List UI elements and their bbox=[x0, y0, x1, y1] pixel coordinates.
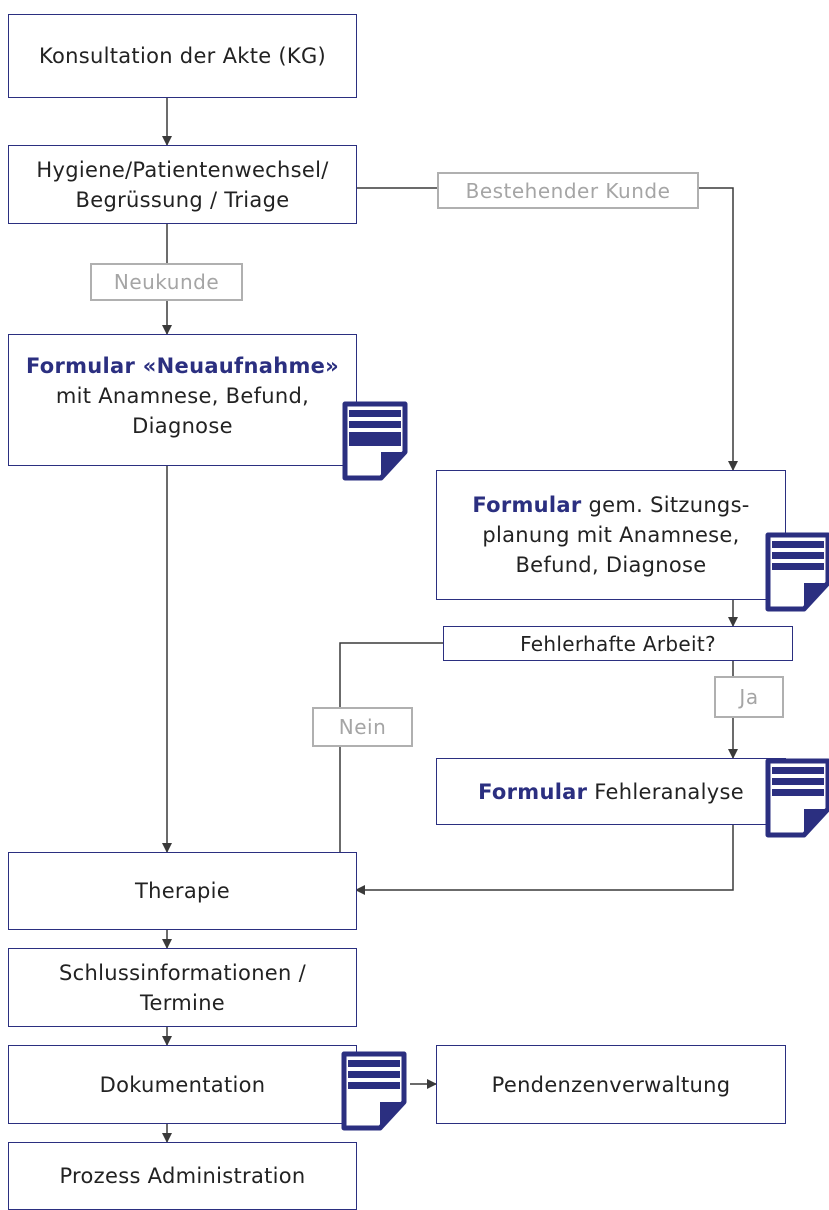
node-konsultation-label: Konsultation der Akte (KG) bbox=[38, 44, 327, 68]
node-schlussinformationen: Schlussinformationen / Termine bbox=[8, 948, 357, 1027]
node-fehleranalyse-title: Formular bbox=[478, 779, 588, 804]
node-hygiene: Hygiene/Patientenwechsel/ Begrüssung / T… bbox=[8, 145, 357, 224]
node-neuaufnahme-line3: Diagnose bbox=[132, 414, 233, 438]
node-fehlerhafte-label: Fehlerhafte Arbeit? bbox=[520, 631, 716, 656]
node-neuaufnahme-title: Formular «Neuaufnahme» bbox=[25, 354, 340, 378]
node-pendenzen-label: Pendenzenverwaltung bbox=[491, 1072, 731, 1097]
node-prozess-label: Prozess Administration bbox=[59, 1164, 306, 1188]
label-neukunde: Neukunde bbox=[90, 263, 243, 301]
node-dokumentation: Dokumentation bbox=[8, 1045, 357, 1124]
document-icon bbox=[765, 532, 829, 612]
node-therapie-label: Therapie bbox=[134, 879, 231, 903]
node-neuaufnahme: Formular «Neuaufnahme» mit Anamnese, Bef… bbox=[8, 334, 357, 466]
node-hygiene-line1: Hygiene/Patientenwechsel/ bbox=[36, 157, 329, 182]
node-sitzung: Formular gem. Sitzungs- planung mit Anam… bbox=[436, 470, 786, 600]
node-schluss-line1: Schlussinformationen / bbox=[59, 960, 306, 985]
node-sitzung-title: Formular bbox=[472, 493, 582, 517]
label-bestehender-kunde: Bestehender Kunde bbox=[437, 172, 699, 209]
document-icon bbox=[765, 758, 829, 838]
document-icon bbox=[342, 401, 408, 481]
node-neuaufnahme-line2: mit Anamnese, Befund, bbox=[55, 384, 310, 408]
node-fehleranalyse-rest: Fehleranalyse bbox=[587, 779, 744, 804]
label-nein: Nein bbox=[312, 707, 413, 747]
node-therapie: Therapie bbox=[8, 852, 357, 930]
node-hygiene-line2: Begrüssung / Triage bbox=[75, 187, 290, 212]
node-fehlerhafte-arbeit: Fehlerhafte Arbeit? bbox=[443, 626, 793, 661]
node-dokumentation-label: Dokumentation bbox=[99, 1072, 266, 1097]
node-prozess-administration: Prozess Administration bbox=[8, 1142, 357, 1210]
node-pendenzenverwaltung: Pendenzenverwaltung bbox=[436, 1045, 786, 1124]
node-sitzung-line3: Befund, Diagnose bbox=[515, 553, 707, 577]
document-icon bbox=[341, 1051, 407, 1131]
node-konsultation: Konsultation der Akte (KG) bbox=[8, 14, 357, 98]
node-sitzung-line1: gem. Sitzungs- bbox=[581, 493, 750, 517]
node-sitzung-line2: planung mit Anamnese, bbox=[482, 523, 740, 547]
node-schluss-line2: Termine bbox=[139, 990, 226, 1015]
label-ja: Ja bbox=[714, 676, 784, 718]
node-fehleranalyse: Formular Fehleranalyse bbox=[436, 758, 786, 825]
